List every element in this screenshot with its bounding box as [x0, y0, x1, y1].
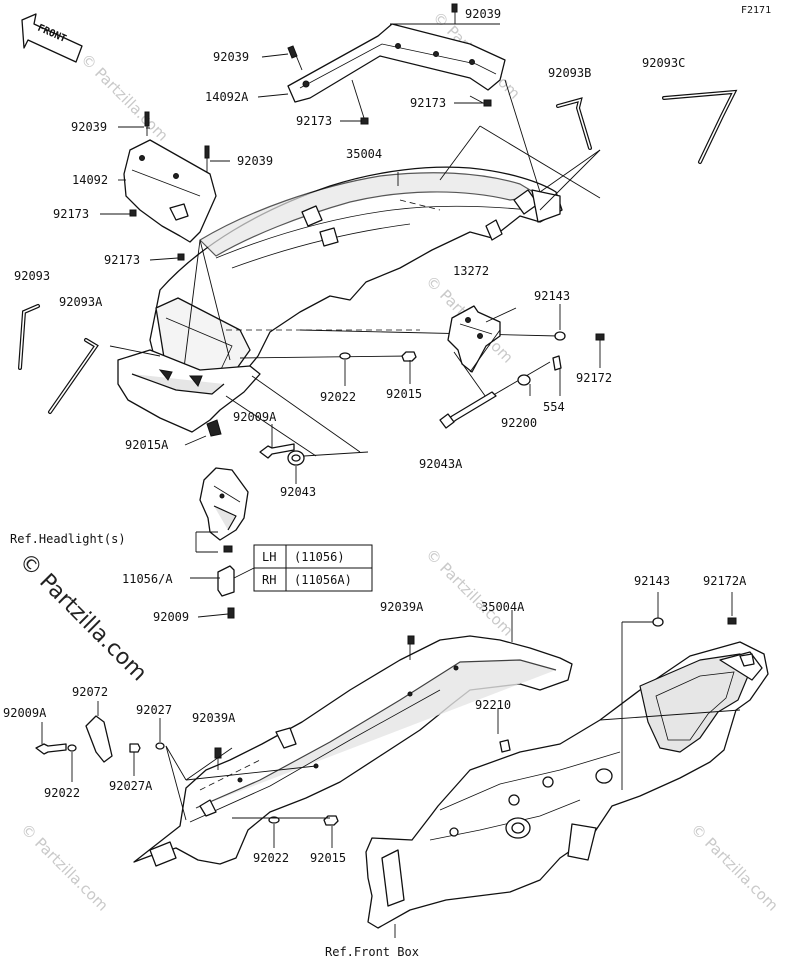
part-label: 35004A	[481, 600, 525, 614]
cover-14092	[123, 139, 217, 243]
nut-icon	[323, 815, 339, 826]
front-panel	[117, 349, 261, 433]
part-label: 92015A	[125, 438, 169, 452]
watermark: © Partzilla.com	[17, 820, 112, 915]
fastener-92072	[85, 715, 113, 763]
part-label: 92039	[465, 7, 501, 21]
bolt-icon	[595, 333, 605, 341]
part-label: 92143	[534, 289, 570, 303]
cover-14092A	[287, 23, 506, 103]
part-label: 92172A	[703, 574, 747, 588]
trim-92093C	[662, 89, 738, 164]
part-label: 92039	[237, 154, 273, 168]
table-cell-part: (11056A)	[294, 573, 352, 587]
trim-92093A	[48, 338, 99, 414]
bolt-icon	[727, 617, 737, 625]
bolt-92043A	[439, 391, 497, 429]
washer-icon	[517, 374, 531, 386]
part-label: 92022	[320, 390, 356, 404]
part-label: 92093B	[548, 66, 591, 80]
part-label: 92039A	[192, 711, 236, 725]
part-label: 14092A	[205, 90, 249, 104]
part-label: 92172	[576, 371, 612, 385]
clip-554-icon	[552, 355, 562, 371]
cover-35004A	[133, 635, 573, 867]
part-label: 92022	[253, 851, 289, 865]
part-label: 92027	[136, 703, 172, 717]
ref-label: Ref.Front Box	[325, 945, 419, 959]
bracket-11056	[217, 565, 235, 619]
part-label: 92200	[501, 416, 537, 430]
part-label: 92093	[14, 269, 50, 283]
part-label: 92093C	[642, 56, 685, 70]
washer-icon	[652, 617, 664, 627]
bolt-92009A	[259, 443, 295, 459]
part-label: 92210	[475, 698, 511, 712]
part-label: 92015	[310, 851, 346, 865]
part-label: 92039A	[380, 600, 424, 614]
part-label: 92009A	[233, 410, 277, 424]
part-label: 92043A	[419, 457, 463, 471]
washer-icon	[268, 816, 280, 824]
part-label: 554	[543, 400, 565, 414]
part-label: 92143	[634, 574, 670, 588]
part-label: 92072	[72, 685, 108, 699]
part-label: 92173	[104, 253, 140, 267]
washer-icon	[339, 352, 351, 360]
bracket-13272	[447, 305, 501, 373]
table-cell-side: LH	[262, 550, 276, 564]
washer-icon	[554, 331, 566, 341]
watermark: © Partzilla.com	[687, 820, 782, 915]
part-label: 92039	[71, 120, 107, 134]
collar-icon	[129, 743, 141, 753]
part-label: 92173	[53, 207, 89, 221]
trim-92093B	[556, 97, 592, 150]
watermark: © Partzilla.com	[422, 545, 517, 640]
part-label: 92009	[153, 610, 189, 624]
figure-code: F2171	[741, 5, 771, 16]
part-label: 92093A	[59, 295, 103, 309]
grommet-92043	[287, 450, 305, 466]
part-label: 14092	[72, 173, 108, 187]
table-cell-part: (11056)	[294, 550, 345, 564]
part-label: 92022	[44, 786, 80, 800]
table-cell-side: RH	[262, 573, 276, 587]
part-label: 35004	[346, 147, 382, 161]
part-label: 92173	[410, 96, 446, 110]
washer-icon	[155, 742, 165, 750]
lhrh-table: LH (11056) RH (11056A)	[253, 544, 373, 592]
part-label: 92039	[213, 50, 249, 64]
watermark-side: © Partzilla.com	[14, 549, 152, 687]
trim-92093	[18, 304, 40, 370]
front-arrow-icon: FRONT	[21, 13, 83, 63]
part-label: 13272	[453, 264, 489, 278]
part-label: 92027A	[109, 779, 153, 793]
part-label: 92009A	[3, 706, 47, 720]
part-label: 92043	[280, 485, 316, 499]
washer-icon	[67, 744, 77, 752]
ref-label: Ref.Headlight(s)	[10, 532, 126, 546]
part-label: 92173	[296, 114, 332, 128]
part-label: 11056/A	[122, 572, 173, 586]
bolt-icon	[35, 743, 67, 755]
headlight-bracket	[199, 467, 249, 541]
part-label: 92015	[386, 387, 422, 401]
nut-icon	[401, 351, 417, 362]
